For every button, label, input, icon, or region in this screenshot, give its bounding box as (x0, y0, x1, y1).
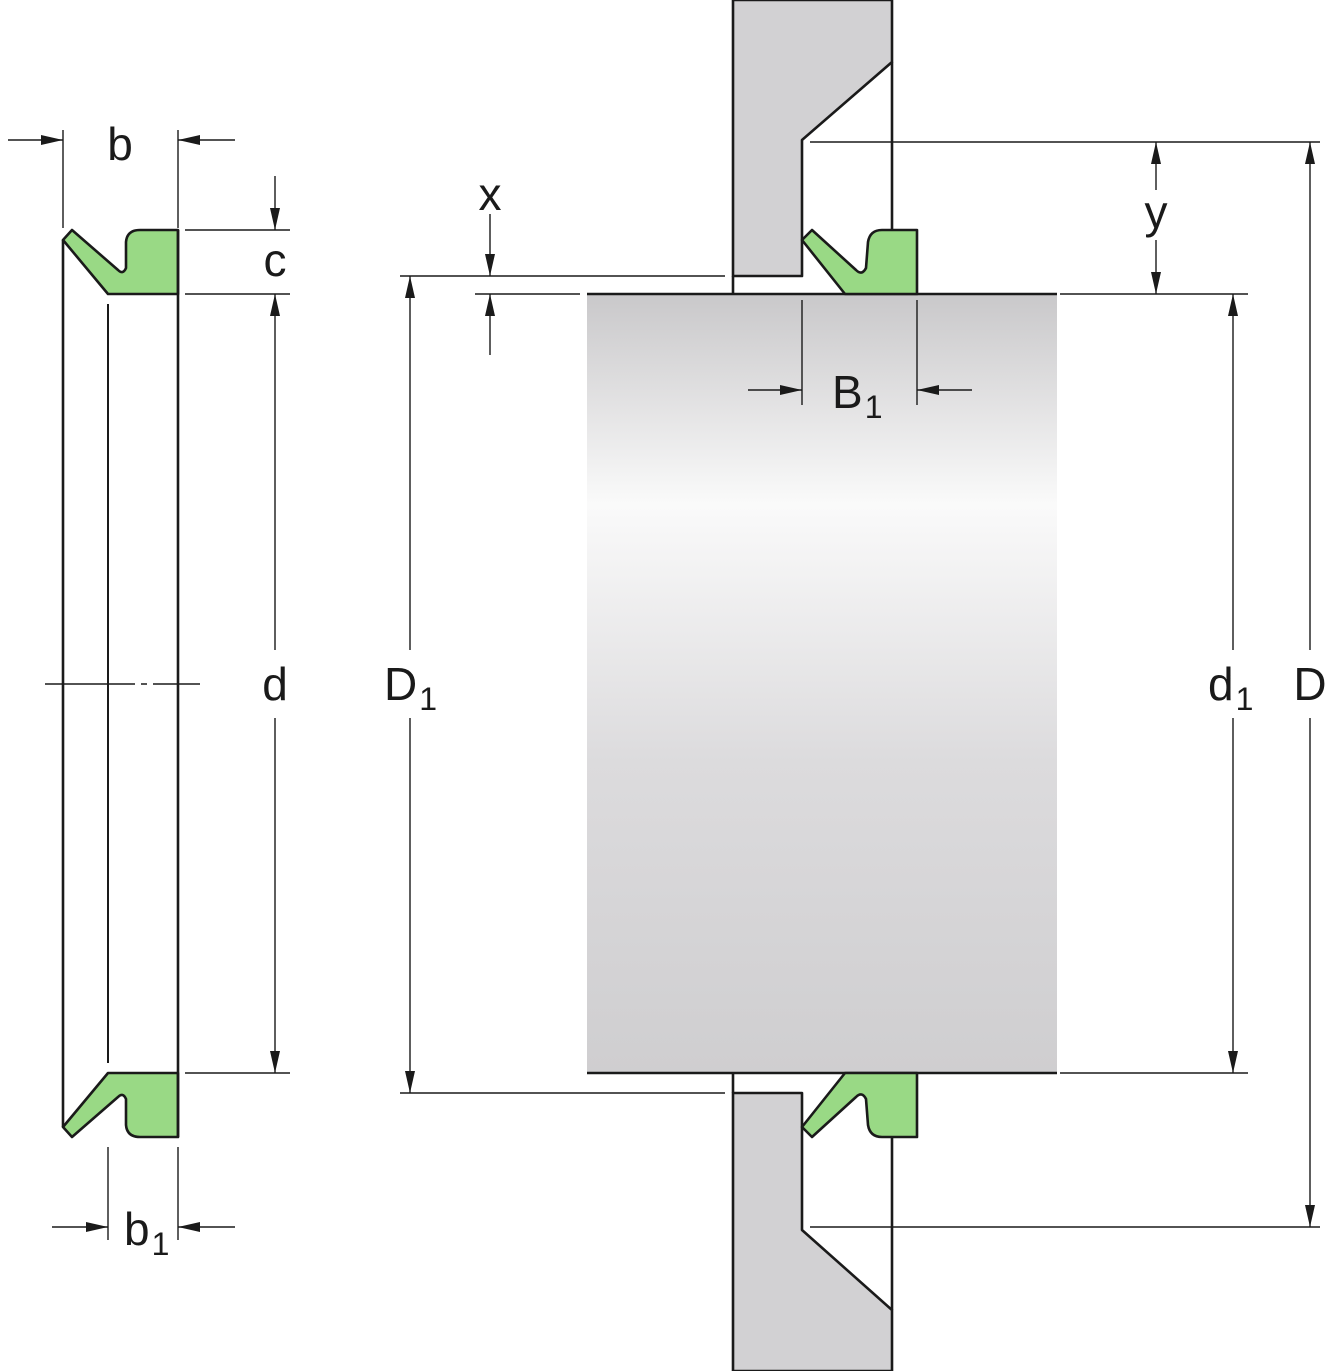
D1-arrow-top (405, 276, 415, 298)
d1-arrow-top (1228, 294, 1238, 316)
x-arrow-bottom (485, 294, 495, 316)
B1-arrow-left (780, 385, 802, 395)
label-D: D (1293, 658, 1326, 710)
d-arrow-bottom (270, 1051, 280, 1073)
label-d: d (262, 658, 288, 710)
b-arrow-left (41, 135, 63, 145)
label-c: c (264, 234, 287, 286)
installed-seal-top (800, 228, 919, 296)
installed-seal-bottom (800, 1071, 919, 1139)
seal-section-top (61, 228, 180, 296)
label-x: x (479, 168, 502, 220)
D-arrow-bottom (1305, 1205, 1315, 1227)
c-arrow-top (270, 208, 280, 230)
d-arrow-top (270, 294, 280, 316)
seal-profile-view: b c d b1 (8, 118, 290, 1262)
b-arrow-right (178, 135, 200, 145)
shaft (587, 294, 1057, 1074)
installed-view: x y B1 D1 d1 (384, 0, 1327, 1371)
y-arrow-bottom (1151, 272, 1161, 294)
b1-arrow-right (178, 1222, 200, 1232)
label-D1: D1 (384, 658, 437, 717)
d1-arrow-bottom (1228, 1051, 1238, 1073)
label-y: y (1145, 186, 1168, 238)
label-b1: b1 (124, 1203, 169, 1262)
label-b: b (107, 118, 133, 170)
label-B1: B1 (832, 366, 882, 425)
x-arrow-top (485, 254, 495, 276)
seal-section-bottom (61, 1071, 180, 1139)
D-arrow-top (1305, 142, 1315, 164)
y-arrow-top (1151, 142, 1161, 164)
D1-arrow-bottom (405, 1071, 415, 1093)
b1-arrow-left (86, 1222, 108, 1232)
B1-arrow-right (917, 385, 939, 395)
label-d1: d1 (1208, 658, 1253, 717)
